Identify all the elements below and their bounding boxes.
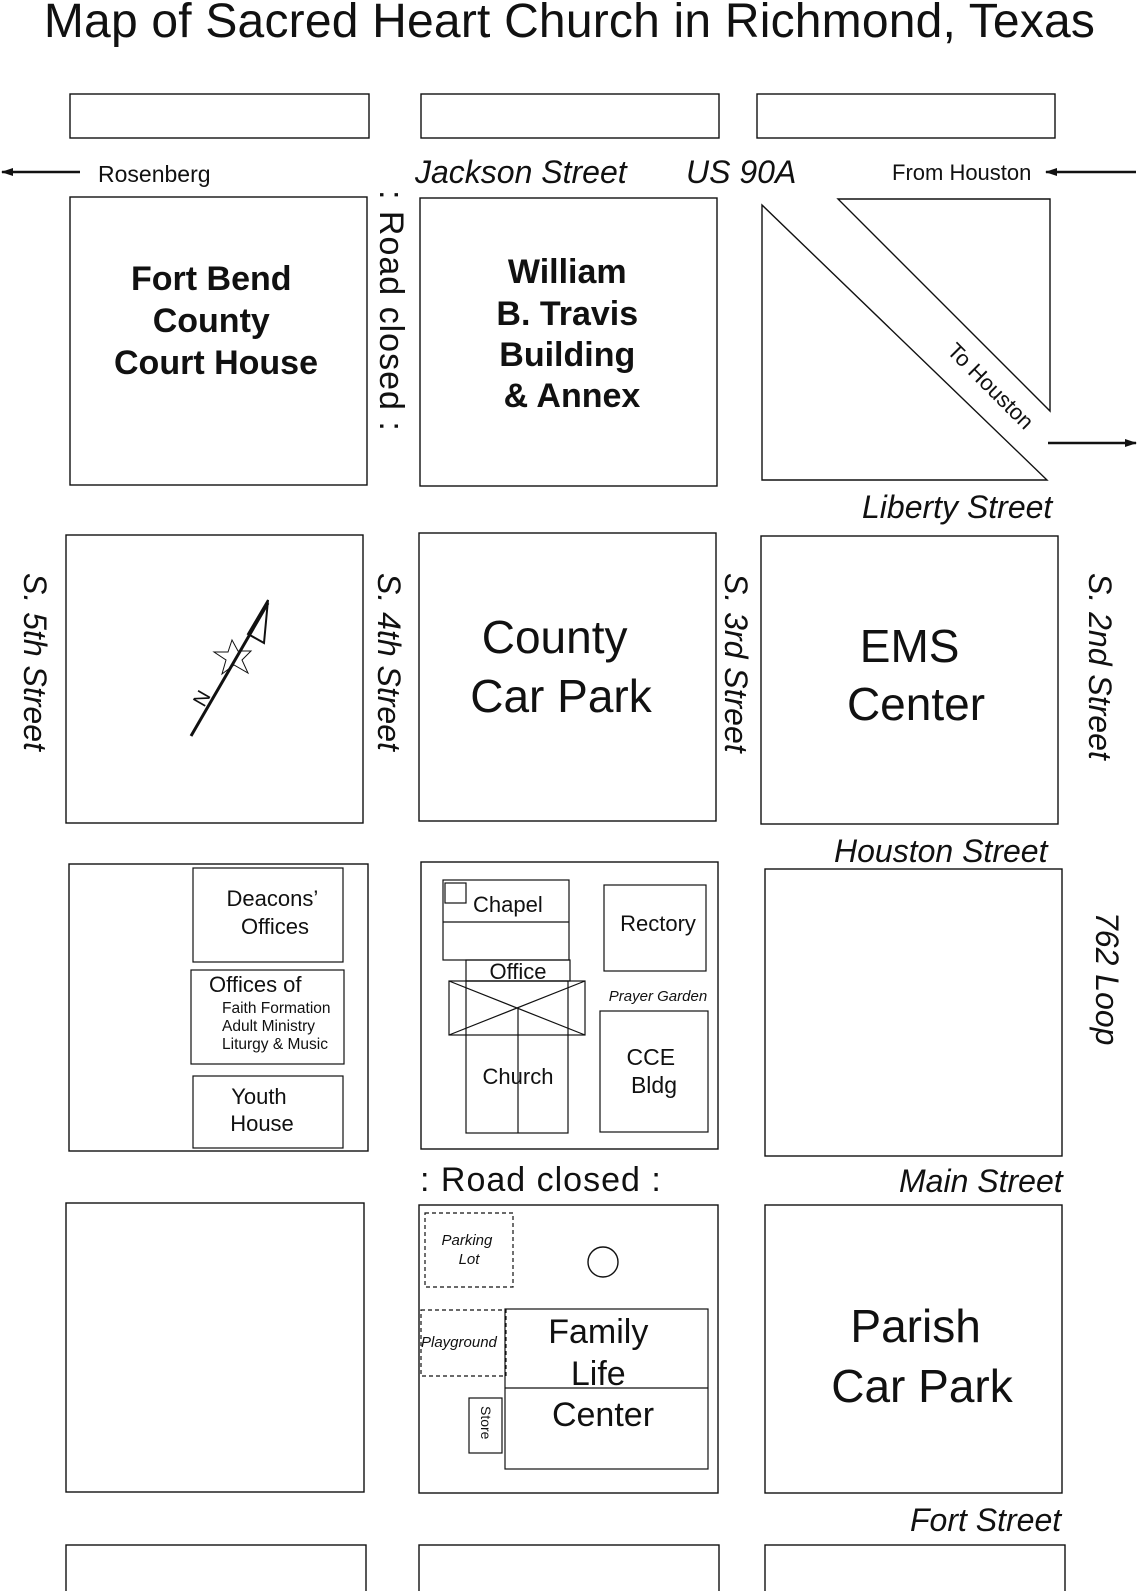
store-label: Store	[478, 1406, 494, 1440]
block-offices	[68, 863, 369, 1152]
street-s3rd: S. 3rd Street	[718, 573, 754, 754]
street-jackson: Jackson Street	[414, 154, 628, 190]
block-southwest	[65, 1202, 365, 1493]
block-top-center	[420, 93, 720, 139]
building-family-life-center	[504, 1308, 709, 1470]
street-s5th: S. 5th Street	[17, 573, 53, 752]
building-store	[468, 1397, 503, 1454]
offices-of-label: Offices of	[209, 972, 302, 997]
block-ems-center	[760, 535, 1059, 825]
statue-icon	[587, 1246, 619, 1278]
building-youth-house	[192, 1075, 344, 1149]
street-houston: Houston Street	[834, 833, 1049, 869]
block-loop-east	[764, 868, 1063, 1157]
church-label: Church	[483, 1064, 554, 1089]
street-us90a: US 90A	[686, 154, 796, 190]
street-fort: Fort Street	[910, 1502, 1062, 1538]
street-s4th: S. 4th Street	[371, 573, 407, 752]
parish-car-park-label: Parish Car Park	[831, 1300, 1013, 1412]
playground-label: Playground	[421, 1334, 498, 1351]
road-closed-vertical: : Road closed :	[372, 190, 410, 432]
block-triangle-west	[761, 203, 1049, 481]
ems-center-label: EMS Center	[847, 620, 985, 730]
block-top-right	[756, 93, 1056, 139]
compass-letter: N	[189, 687, 215, 711]
building-rectory	[603, 884, 707, 972]
block-church	[420, 861, 719, 1150]
playground	[420, 1309, 507, 1377]
block-triangle-east	[836, 198, 1051, 413]
block-travis-building	[419, 197, 718, 487]
building-cce	[599, 1010, 709, 1133]
block-compass	[65, 534, 364, 824]
block-bottom-right	[764, 1544, 1066, 1591]
offices-list: Faith Formation Adult Ministry Liturgy &…	[222, 1000, 335, 1053]
office-label: Office	[489, 959, 546, 984]
block-top-left	[69, 93, 370, 139]
road-closed-horizontal: : Road closed :	[420, 1161, 662, 1199]
block-county-car-park	[418, 532, 717, 822]
parking-lot	[424, 1212, 514, 1288]
block-bottom-left	[65, 1544, 367, 1591]
street-liberty: Liberty Street	[862, 489, 1053, 525]
chapel-bell-tower	[444, 882, 467, 904]
map-title: Map of Sacred Heart Church in Richmond, …	[43, 0, 1096, 48]
parking-lot-label: Parking Lot	[441, 1232, 496, 1268]
courthouse-label: Fort Bend County Court House	[114, 260, 318, 382]
cce-label: CCE Bldg	[627, 1044, 682, 1098]
county-car-park-label: County Car Park	[470, 611, 652, 722]
deacons-offices-label: Deacons’ Offices	[226, 886, 323, 939]
street-main: Main Street	[899, 1163, 1064, 1199]
street-s2nd: S. 2nd Street	[1082, 573, 1118, 761]
building-deacons-offices	[192, 867, 344, 963]
family-life-center-label: Family Life Center	[548, 1313, 658, 1434]
building-offices-of	[190, 969, 345, 1065]
block-parish-car-park	[764, 1204, 1063, 1494]
direction-rosenberg: Rosenberg	[98, 161, 211, 187]
street-762-loop: 762 Loop	[1089, 912, 1125, 1045]
north-arrow-icon: N	[189, 599, 270, 737]
rectory-label: Rectory	[620, 911, 696, 936]
block-bottom-center	[418, 1544, 720, 1591]
chapel-label: Chapel	[473, 892, 543, 917]
travis-building-label: William B. Travis Building & Annex	[496, 253, 647, 415]
block-courthouse	[69, 196, 368, 486]
block-family-life	[418, 1204, 719, 1494]
prayer-garden-label: Prayer Garden	[609, 988, 707, 1005]
direction-from-houston: From Houston	[892, 160, 1031, 185]
building-church	[448, 980, 586, 1134]
youth-house-label: Youth House	[230, 1084, 294, 1136]
